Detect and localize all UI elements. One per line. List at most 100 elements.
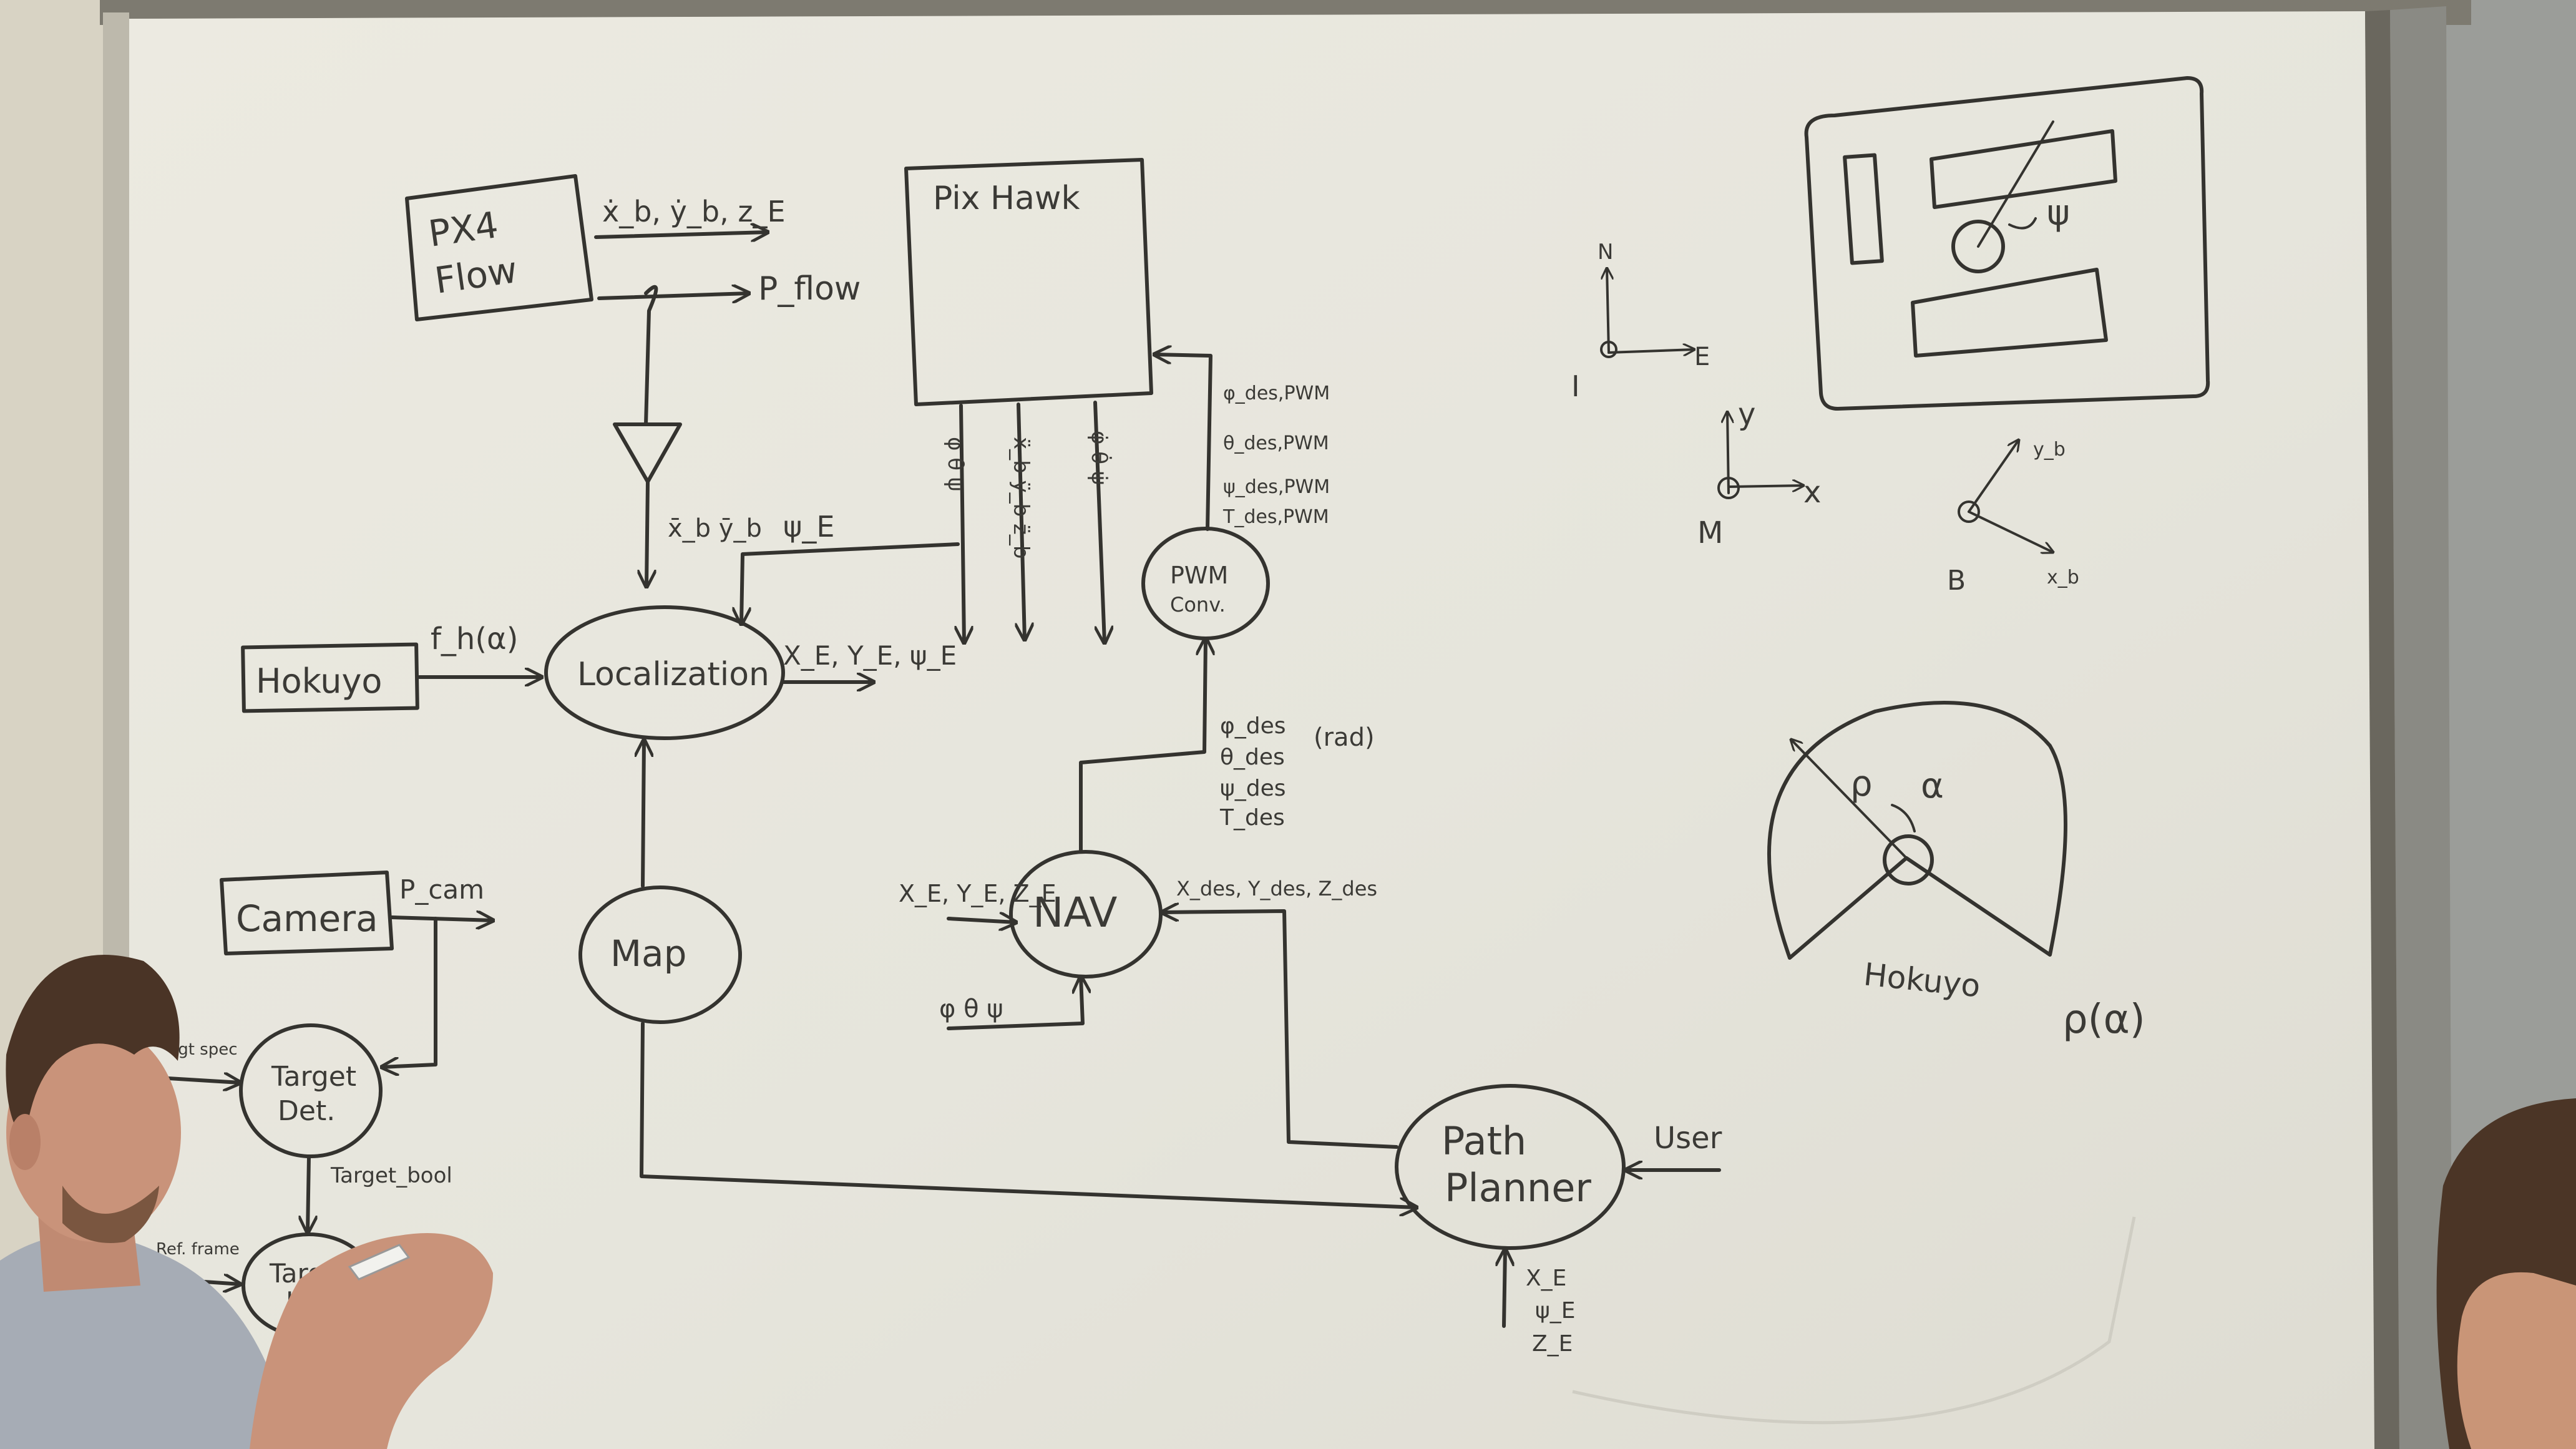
px4-out-top-label: ẋ_b, ẏ_b, z_E (602, 195, 786, 228)
hokuyo-sketch-alpha: α (1921, 766, 1944, 806)
hokuyo-sketch-func: ρ(α) (2062, 997, 2145, 1043)
nav-in-bottom-label: φ θ ψ (939, 995, 1003, 1023)
frame-i-east: E (1694, 343, 1710, 371)
target-det-label-1: Target (271, 1061, 356, 1093)
pwm-label-1: PWM (1170, 562, 1228, 589)
hokuyo-box (241, 642, 419, 713)
nav-in-right-label: X_des, Y_des, Z_des (1176, 877, 1377, 900)
map-to-pp-line (640, 1022, 1417, 1208)
frame-b-origin (1958, 500, 1980, 523)
faint-ghost-curve (1572, 1216, 2136, 1425)
person-left-ear (9, 1114, 41, 1170)
person-left-marker (348, 1244, 411, 1281)
psi-e-label: ψ_E (783, 510, 834, 544)
pwm-label-2: Conv. (1170, 593, 1226, 617)
pwm-in-2: θ_des,PWM (1223, 432, 1329, 454)
frame-i-north-axis (1607, 268, 1609, 354)
pwm-in-4: T_des,PWM (1222, 506, 1329, 528)
hokuyo-sketch-rho: ρ (1850, 764, 1873, 804)
hokuyo-sketch-fan (1767, 701, 2067, 960)
room-sketch-bottom-block (1911, 268, 2108, 358)
frame-m-origin (1717, 477, 1740, 499)
frame-m-x: x (1803, 475, 1821, 510)
diagram: PX4 Flow ẋ_b, ẏ_b, z_E P_flow x̄_b ȳ_b P… (156, 76, 2210, 1425)
frame-b-x-axis (1968, 510, 2053, 552)
room-sketch-pillar (1843, 153, 1884, 265)
pix-out-line-1 (961, 404, 964, 643)
room-sketch-heading-arc (2008, 217, 2037, 230)
frame-m-name: M (1697, 515, 1723, 550)
localization-ellipse (544, 605, 785, 740)
person-left-arm (250, 1233, 493, 1449)
filter-out-line (646, 480, 648, 587)
room-sketch-outline (1804, 76, 2210, 411)
px4-flow-box (405, 174, 593, 321)
path-planner-label-2: Planner (1445, 1165, 1591, 1211)
path-planner-label-1: Path (1442, 1118, 1526, 1164)
frame-m-y-axis (1727, 412, 1729, 494)
px4-out-mid-label: P_flow (758, 270, 861, 308)
nav-label: NAV (1033, 889, 1117, 937)
px4-out-line-mid (597, 293, 749, 298)
camera-label: Camera (236, 897, 378, 940)
person-left-head (6, 1023, 181, 1242)
camera-out-line (390, 917, 493, 920)
user-label: User (1654, 1121, 1722, 1156)
hokuyo-sketch-alpha-arc (1891, 804, 1916, 832)
nav-des-2: θ_des (1220, 744, 1285, 770)
target-ib-in-label: Ref. frame (156, 1240, 240, 1259)
pixhawk-box (904, 158, 1153, 406)
person-left-beard (62, 1186, 159, 1243)
person-right (2436, 1098, 2576, 1449)
target-out-label: Target_bool (330, 1163, 452, 1188)
det-to-target-line (308, 1154, 309, 1232)
nav-in-left-line (947, 919, 1016, 922)
board-right-edge-shadow (2390, 6, 2452, 1449)
room-sketch-top-block (1930, 129, 2117, 209)
hokuyo-out-label: f_h(α) (431, 622, 518, 656)
room-sketch-psi: ψ (2047, 193, 2070, 233)
room-sketch-robot (1951, 220, 2005, 273)
pix-out-label-1: φ θ ψ (943, 437, 968, 491)
pwm-in-3: ψ_des,PWM (1223, 476, 1330, 498)
pp-to-nav-line (1162, 911, 1398, 1149)
frame-b-y: y_b (2033, 439, 2066, 461)
hokuyo-sketch-ray (1791, 739, 1910, 861)
pix-out-label-3: φ̇ θ̇ ψ̇ (1086, 431, 1112, 485)
nav-to-pwm-line (1079, 638, 1206, 854)
pixhawk-label: Pix Hawk (933, 180, 1080, 217)
nav-des-3: ψ_des (1220, 776, 1286, 801)
px4-out-line-top (594, 232, 768, 237)
pix-out-label-2: ẍ_b ÿ_b z̈_b (1008, 437, 1033, 559)
frame-b-x: x_b (2047, 567, 2079, 588)
camera-box (220, 871, 394, 955)
pwm-in-1: φ_des,PWM (1223, 383, 1330, 404)
pp-in-2: ψ_E (1535, 1298, 1576, 1324)
board-frame-right (2365, 10, 2399, 1449)
map-to-loc-line (643, 740, 644, 888)
loc-out-label: X_E, Y_E, ψ_E (783, 640, 957, 671)
filter-out-label: x̄_b ȳ_b (668, 514, 762, 543)
px4-down-line (644, 285, 658, 426)
rad-label: (rad) (1314, 723, 1375, 752)
target-det-in-line (167, 1078, 240, 1083)
filter-triangle (613, 422, 682, 484)
px4-label-1: PX4 (426, 203, 500, 255)
hokuyo-sketch-sensor (1883, 834, 1934, 886)
person-left-hair (6, 955, 180, 1142)
pix-out-line-2 (1018, 402, 1025, 640)
room-sketch-heading (1977, 120, 2054, 248)
camera-out-label: P_cam (399, 874, 484, 905)
pp-in-3: Z_E (1532, 1331, 1573, 1357)
pwm-to-pix-line (1154, 354, 1212, 531)
nav-des-4: T_des (1219, 805, 1285, 831)
pp-in-bottom-line (1504, 1249, 1505, 1328)
map-label: Map (610, 932, 686, 975)
frame-m-x-axis (1727, 485, 1803, 487)
hokuyo-box-label: Hokuyo (256, 661, 382, 701)
map-ellipse (578, 886, 742, 1024)
frame-b-y-axis (1968, 440, 2019, 513)
whiteboard-surface (128, 11, 2378, 1449)
nav-in-bottom-line (947, 977, 1083, 1030)
